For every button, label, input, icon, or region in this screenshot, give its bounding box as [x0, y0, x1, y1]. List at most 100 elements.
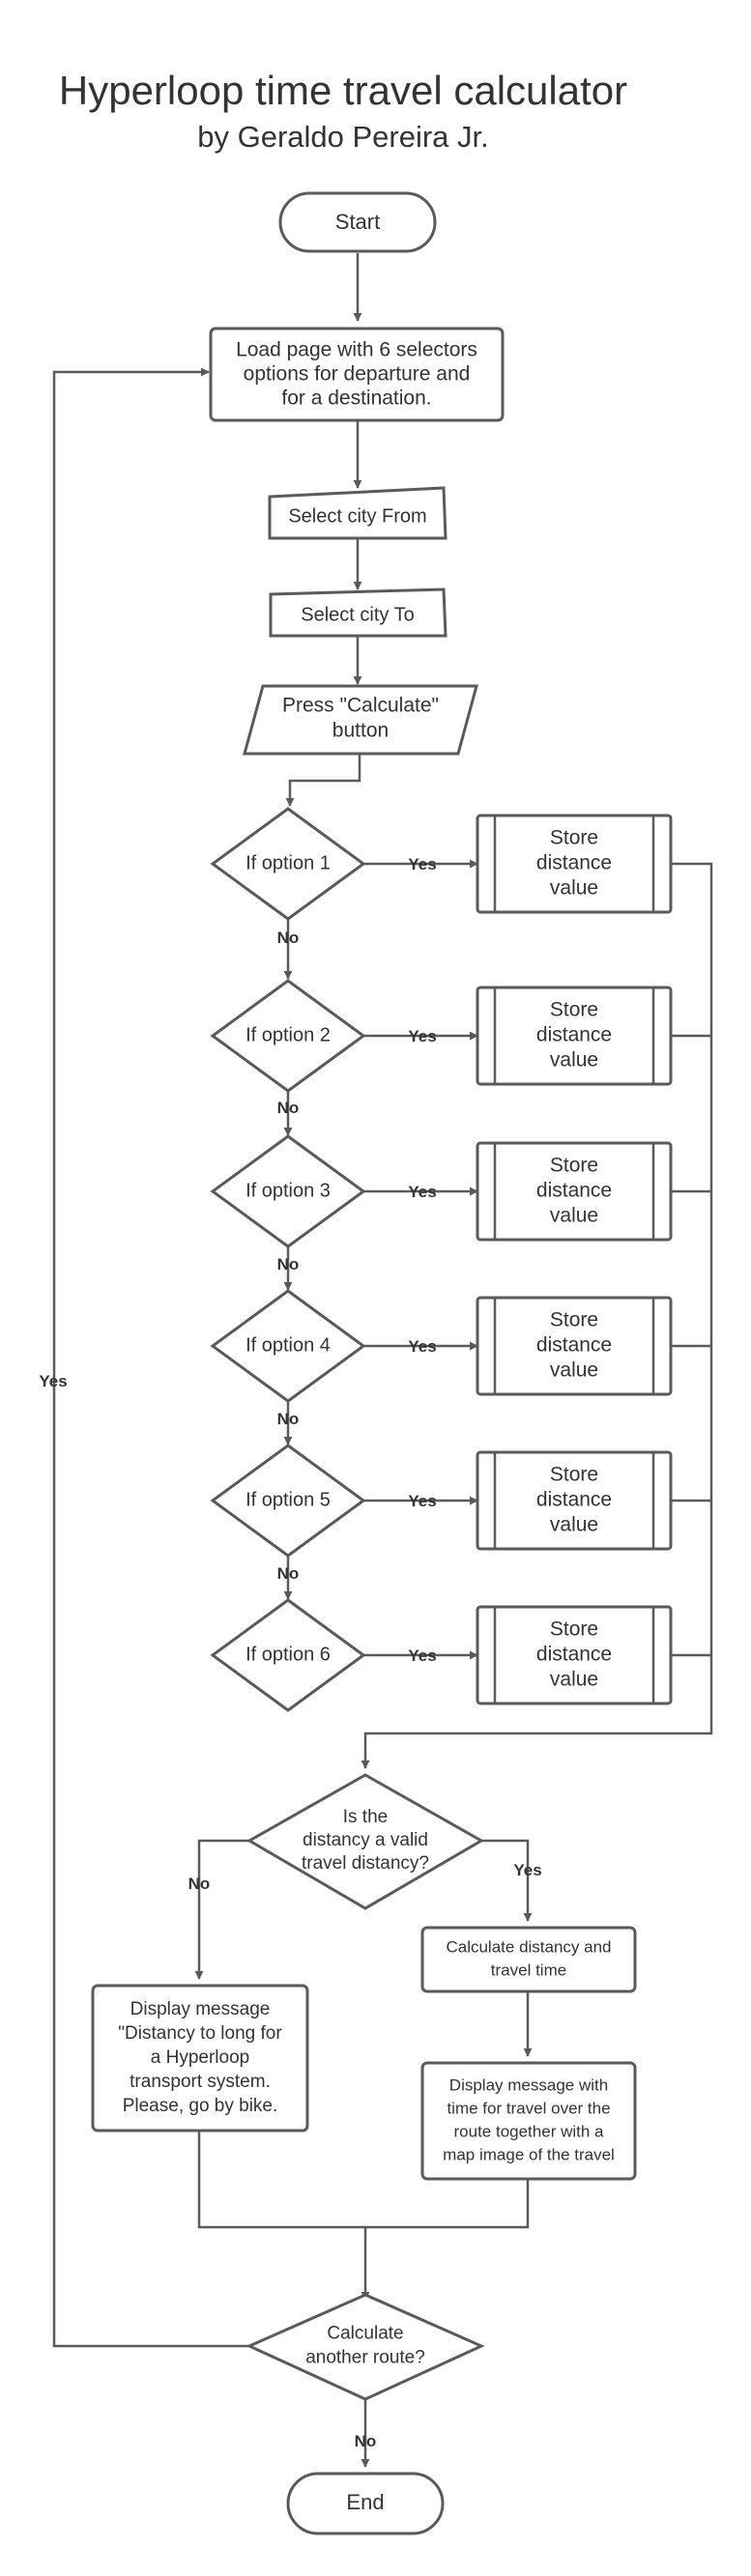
store-distance-box-4 — [476, 1296, 673, 1396]
store-label-5-line-3: value — [550, 1514, 598, 1536]
another-route-label-line-1: Calculate — [327, 2324, 403, 2344]
yes-label-6: Yes — [408, 1646, 436, 1665]
option-4-decision — [210, 1289, 366, 1403]
no-label-1: No — [277, 929, 300, 947]
valid-distance-label-line-1: Is the — [343, 1807, 388, 1827]
no-label-5: No — [277, 1564, 300, 1583]
press-calculate-io — [243, 684, 478, 756]
press-calculate-label-line-2: button — [332, 720, 389, 742]
yes-label-3: Yes — [408, 1183, 436, 1201]
display-message-error-label-line-5: Please, go by bike. — [123, 2096, 278, 2116]
another-route-decision — [246, 2293, 485, 2401]
edge-labels: Yes Yes Yes Yes Yes Yes No No No No No N… — [39, 855, 541, 2450]
store-distance-box-1 — [476, 814, 673, 914]
option-5-label-line-1: If option 5 — [246, 1489, 331, 1510]
store-label-1-line-3: value — [550, 877, 598, 900]
edge-another-yes — [52, 367, 249, 2348]
calculate-distance-label-line-1: Calculate distancy and — [446, 1937, 611, 1956]
yes-label-2: Yes — [408, 1027, 436, 1045]
end-label-line-1: End — [346, 2490, 384, 2514]
nodes — [91, 191, 673, 2535]
option-6-label-line-1: If option 6 — [246, 1644, 331, 1665]
yes-label-5: Yes — [408, 1492, 436, 1510]
edge-bad-join — [197, 2131, 365, 2229]
store-label-6-line-1: Store — [550, 1618, 598, 1641]
store-label-6-line-2: distance — [536, 1644, 612, 1666]
store-label-6-line-3: value — [550, 1669, 598, 1691]
store-label-2-line-1: Store — [550, 999, 598, 1021]
store-label-1-line-2: distance — [536, 852, 612, 874]
yes-label-valid: Yes — [513, 1861, 541, 1879]
load-page-box — [209, 327, 505, 422]
valid-distance-label-line-3: travel distancy? — [302, 1853, 429, 1874]
select-from-input — [268, 486, 448, 540]
no-label-4: No — [277, 1410, 300, 1428]
edge-press-option1 — [285, 754, 361, 807]
valid-distance-label-line-2: distancy a valid — [303, 1830, 428, 1850]
valid-distance-decision — [246, 1773, 485, 1910]
yes-label-4: Yes — [408, 1337, 436, 1356]
load-page-label-line-3: for a destination. — [281, 387, 431, 410]
press-calculate-label-line-1: Press "Calculate" — [282, 695, 439, 717]
calculate-distance-label-line-2: travel time — [491, 1961, 566, 1979]
display-message-error-label-line-1: Display message — [130, 1999, 271, 2019]
store-label-2-line-3: value — [550, 1049, 598, 1072]
display-message-result-label-line-4: map image of the travel — [443, 2145, 615, 2163]
diagram-subtitle: by Geraldo Pereira Jr. — [197, 120, 489, 154]
option-5-decision — [210, 1444, 366, 1558]
display-message-result-label-line-3: route together with a — [454, 2122, 605, 2140]
no-label-2: No — [277, 1099, 300, 1117]
yes-label-1: Yes — [408, 855, 436, 873]
store-label-3-line-3: value — [550, 1205, 598, 1227]
store-label-4-line-1: Store — [550, 1309, 598, 1331]
load-page-label-line-1: Load page with 6 selectors — [236, 339, 477, 361]
store-label-3-line-2: distance — [536, 1180, 612, 1202]
select-to-input — [269, 587, 448, 638]
store-distance-box-3 — [476, 1141, 673, 1242]
option-1-decision — [210, 807, 366, 921]
option-1-label-line-1: If option 1 — [246, 852, 331, 873]
select-to-label-line-1: Select city To — [301, 604, 414, 625]
no-label-3: No — [277, 1255, 300, 1274]
option-3-decision — [210, 1134, 366, 1248]
edge-valid-no — [194, 1839, 249, 1980]
option-6-decision — [210, 1598, 366, 1712]
option-3-label-line-1: If option 3 — [246, 1180, 331, 1201]
no-label-end: No — [355, 2432, 377, 2450]
option-2-label-line-1: If option 2 — [246, 1024, 331, 1045]
display-message-error-label-line-4: transport system. — [130, 2072, 271, 2092]
connectors — [52, 253, 713, 2468]
yes-label-loop: Yes — [39, 1372, 67, 1390]
option-4-label-line-1: If option 4 — [246, 1334, 331, 1356]
select-from-label-line-1: Select city From — [288, 505, 426, 527]
no-label-valid: No — [188, 1875, 211, 1893]
diagram-title: Hyperloop time travel calculator — [58, 68, 628, 113]
store-label-5-line-1: Store — [550, 1464, 598, 1486]
store-distance-box-6 — [476, 1605, 673, 1705]
another-route-label-line-2: another route? — [305, 2348, 425, 2368]
start-label-line-1: Start — [335, 210, 380, 234]
edge-store-merge — [361, 862, 713, 1769]
end-terminal — [286, 2472, 445, 2535]
store-distance-box-5 — [476, 1450, 673, 1551]
start-terminal — [278, 191, 437, 253]
store-distance-box-2 — [476, 986, 673, 1086]
display-message-error-label-line-2: "Distancy to long for — [118, 2023, 282, 2044]
store-label-5-line-2: distance — [536, 1489, 612, 1511]
display-message-result-label-line-2: time for travel over the — [447, 2099, 610, 2117]
store-label-2-line-2: distance — [536, 1024, 612, 1046]
edge-valid-yes — [481, 1839, 533, 1922]
option-2-decision — [210, 979, 366, 1093]
load-page-label-line-2: options for departure and — [244, 363, 471, 386]
store-label-3-line-1: Store — [550, 1155, 598, 1177]
edge-join-another — [361, 2179, 530, 2301]
display-message-error — [91, 1984, 309, 2132]
store-label-1-line-1: Store — [550, 827, 598, 849]
display-message-error-label-line-3: a Hyperloop — [151, 2047, 249, 2068]
calculate-distance-box — [420, 1926, 637, 1993]
store-label-4-line-3: value — [550, 1360, 598, 1382]
display-message-result-label-line-1: Display message with — [449, 2075, 608, 2094]
